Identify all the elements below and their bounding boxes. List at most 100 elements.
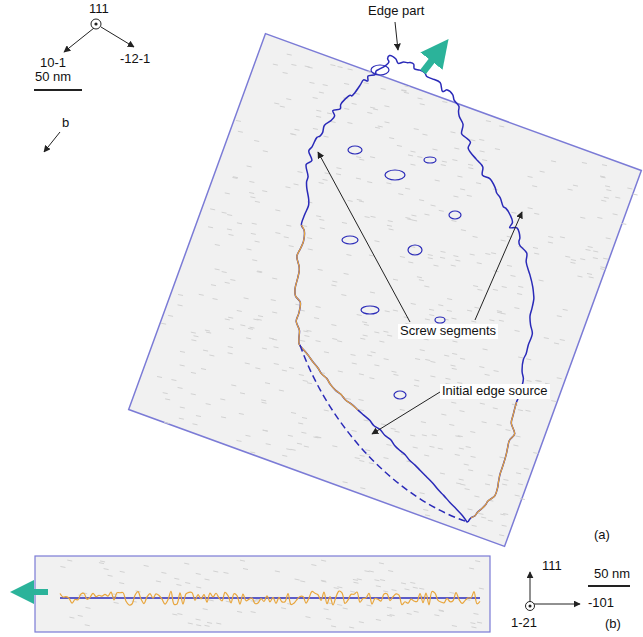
atom-speckle (468, 509, 473, 510)
atom-speckle (313, 128, 318, 129)
atom-speckle (185, 583, 190, 584)
atom-speckle (524, 468, 529, 469)
atom-speckle (478, 513, 483, 514)
atom-speckle (434, 615, 439, 616)
atom-speckle (370, 107, 375, 108)
atom-speckle (252, 223, 257, 224)
atom-speckle (344, 108, 349, 109)
atom-speckle (518, 410, 523, 411)
atom-speckle (570, 262, 575, 263)
atom-speckle (465, 489, 470, 490)
atom-speckle (286, 225, 291, 226)
atom-speckle (557, 316, 562, 317)
simulation-box (129, 34, 642, 547)
atom-speckle (467, 310, 472, 311)
atom-speckle (414, 129, 419, 130)
atom-speckle (305, 617, 310, 618)
atom-speckle (246, 338, 251, 339)
leader-line (372, 392, 440, 434)
atom-speckle (389, 138, 394, 139)
atom-speckle (225, 319, 230, 320)
atom-speckle (303, 331, 308, 332)
atom-speckle (352, 430, 357, 431)
atom-speckle (405, 86, 410, 87)
atom-background (60, 560, 484, 628)
atom-speckle (316, 341, 321, 342)
atom-speckle (257, 319, 262, 320)
atom-speckle (274, 103, 279, 104)
atom-speckle (440, 473, 445, 474)
atom-speckle (156, 581, 161, 582)
atom-speckle (332, 281, 337, 282)
partial-segment (60, 591, 480, 605)
atom-speckle (540, 171, 545, 172)
atom-speckle (357, 315, 362, 316)
atom-speckle (419, 200, 424, 201)
atom-speckle (388, 221, 393, 222)
atom-speckle (229, 234, 234, 235)
atom-speckle (477, 622, 482, 623)
atom-speckle (220, 399, 225, 400)
atom-speckle (343, 608, 348, 609)
axis-arrow (530, 572, 531, 602)
atom-speckle (441, 414, 446, 415)
atom-speckle (397, 145, 402, 146)
atom-speckle (168, 315, 173, 316)
atom-speckle (352, 363, 357, 364)
atom-speckle (501, 240, 506, 241)
atom-speckle (161, 323, 166, 324)
atom-speckle (263, 151, 268, 152)
atom-speckle (247, 249, 252, 250)
atom-speckle (422, 435, 427, 436)
atom-speckle (560, 237, 565, 238)
atom-speckle (316, 306, 321, 307)
atom-speckle (323, 179, 328, 180)
atom-speckle (359, 201, 364, 202)
atom-speckle (621, 223, 626, 224)
panel-label: (b) (603, 617, 623, 632)
atom-speckle (480, 403, 485, 404)
atom-speckle (470, 432, 475, 433)
atom-speckle (305, 66, 310, 67)
atom-speckle (370, 157, 375, 158)
atom-speckle (284, 237, 289, 238)
atom-speckle (473, 236, 478, 237)
atom-speckle (479, 139, 484, 140)
atom-speckle (405, 188, 410, 189)
atom-speckle (231, 385, 236, 386)
atom-speckle (271, 300, 276, 301)
atom-speckle (365, 217, 370, 218)
atom-speckle (414, 611, 419, 612)
atom-speckle (393, 310, 398, 311)
atom-speckle (287, 54, 292, 55)
atom-speckle (600, 269, 605, 270)
atom-speckle (359, 400, 364, 401)
debris-loop (348, 146, 362, 154)
atom-speckle (525, 410, 530, 411)
atom-speckle (593, 251, 598, 252)
atom-speckle (438, 305, 443, 306)
atom-speckle (422, 134, 427, 135)
atom-speckle (429, 309, 434, 310)
motion-arrow (22, 589, 48, 595)
atom-speckle (577, 276, 582, 277)
atom-speckle (408, 262, 413, 263)
atom-speckle (288, 435, 293, 436)
atom-speckle (209, 355, 214, 356)
debris-loop (424, 157, 436, 163)
atom-speckle (471, 627, 476, 628)
atom-speckle (507, 265, 512, 266)
atom-speckle (528, 176, 533, 177)
atom-speckle (425, 359, 430, 360)
atom-speckle (307, 238, 312, 239)
atom-speckle (483, 349, 488, 350)
axis-label: -101 (586, 596, 616, 611)
atom-speckle (245, 363, 250, 364)
atom-speckle (387, 335, 392, 336)
atom-speckle (449, 424, 454, 425)
atom-speckle (482, 422, 487, 423)
atom-speckle (501, 313, 506, 314)
atom-speckle (207, 622, 212, 623)
atom-speckle (420, 493, 425, 494)
atom-speckle (301, 432, 306, 433)
